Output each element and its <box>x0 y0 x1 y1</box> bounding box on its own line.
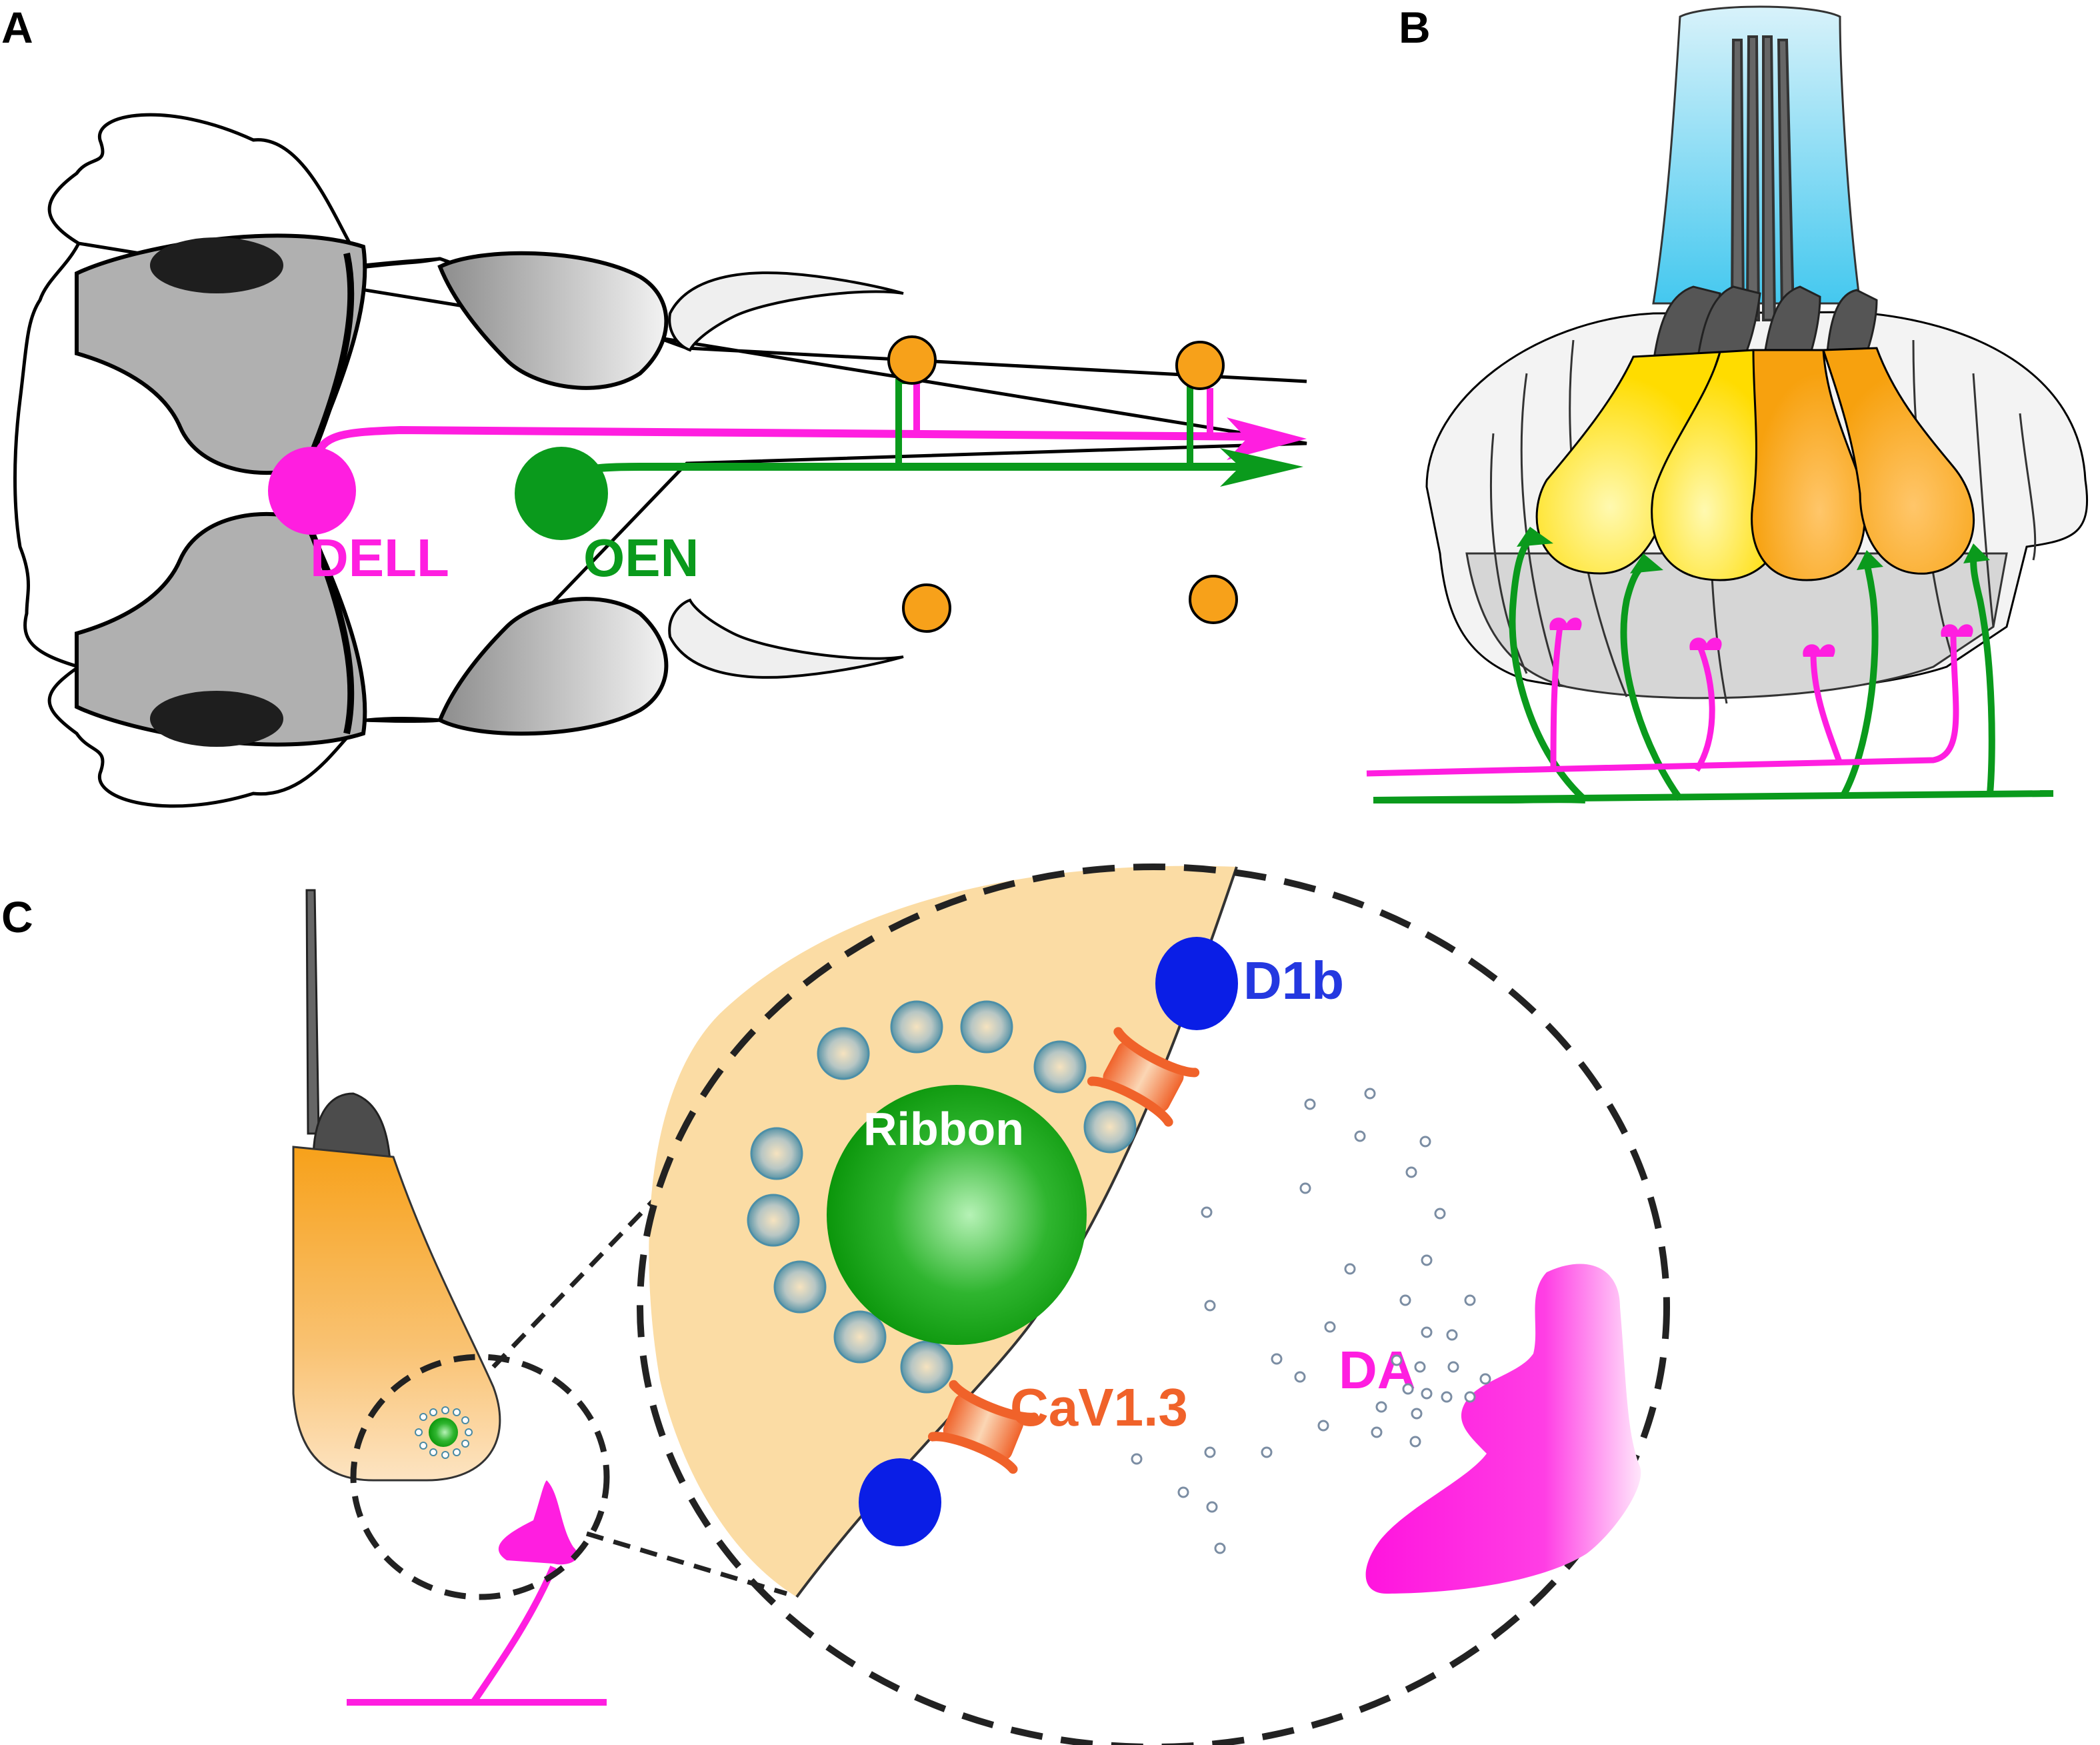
afferent-terminals <box>1517 527 1990 573</box>
panel-a-letter: A <box>1 3 33 52</box>
zoom-circle <box>637 863 1670 1745</box>
d1b-receptor <box>1155 937 1238 1030</box>
pectoral-fin-upper <box>668 271 904 352</box>
dell-label: DELL <box>310 528 449 587</box>
neuromast <box>1189 575 1238 624</box>
oen-cell-body <box>515 447 608 540</box>
otic-vesicle-upper <box>437 251 669 390</box>
small-efferent-fiber <box>347 1566 607 1706</box>
cav-label: CaV1.3 <box>1010 1378 1188 1437</box>
otic-vesicle-lower <box>437 597 669 736</box>
oen-axon-head <box>1220 448 1303 487</box>
stereocilia-bundles <box>1652 285 1878 368</box>
hair-cell-orange <box>1751 349 1866 581</box>
pectoral-fin-lower <box>668 598 904 679</box>
efferent-terminals <box>1549 617 1973 657</box>
small-efferent-terminal <box>498 1480 578 1565</box>
oen-label: OEN <box>583 528 699 587</box>
head-contour-upper <box>363 257 441 267</box>
dell-cell-body <box>268 447 356 535</box>
neuromast <box>1175 341 1225 390</box>
kinocilium <box>305 889 320 1135</box>
cav13-channel <box>1087 1027 1200 1127</box>
neuromast <box>887 335 937 385</box>
zoom-source-circle <box>350 1354 610 1600</box>
d1b-receptor <box>859 1458 941 1546</box>
hair-cell-orange <box>1821 347 1975 575</box>
panel-b-letter: B <box>1399 3 1431 52</box>
neuromast <box>902 583 951 633</box>
panel-b: B <box>1366 3 2089 803</box>
stereocilia-bundle <box>312 1092 391 1162</box>
dell-axon-head <box>1227 417 1307 460</box>
small-ribbon-synapse <box>415 1406 473 1459</box>
head-contour-lower <box>363 718 441 723</box>
d1b-label: D1b <box>1243 951 1344 1010</box>
eye-lower <box>75 511 367 747</box>
ribbon-label: Ribbon <box>863 1103 1024 1155</box>
kinocilia <box>1730 35 1795 321</box>
panel-a: A <box>1 3 1307 808</box>
panel-c-letter: C <box>1 892 33 942</box>
efferent-fibers <box>1366 626 1959 777</box>
hair-cell <box>292 1146 501 1482</box>
cav13-channel <box>927 1380 1039 1474</box>
panel-c: C <box>1 863 1670 1745</box>
dopamine-molecules <box>1131 1088 1491 1554</box>
zoom-connector <box>491 1192 662 1369</box>
ribbon <box>827 1085 1087 1345</box>
dopaminergic-terminal <box>1365 1264 1641 1594</box>
synaptic-vesicles <box>747 1000 1137 1394</box>
eye-upper <box>75 233 367 475</box>
small-vesicles <box>415 1406 473 1459</box>
